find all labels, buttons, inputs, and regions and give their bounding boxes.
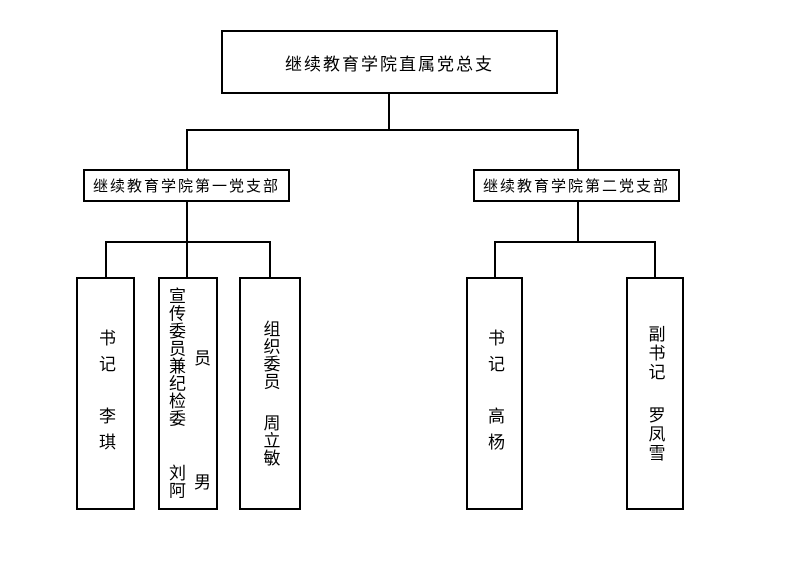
connector-branch2-drop bbox=[577, 129, 579, 169]
member-title: 书记 bbox=[484, 328, 504, 381]
connector-branch1-stem bbox=[186, 202, 188, 241]
branch-label: 继续教育学院第二党支部 bbox=[482, 177, 670, 195]
connector-branch2-stem bbox=[577, 202, 579, 241]
member-title: 副书记 bbox=[644, 324, 665, 382]
root-label: 继续教育学院直属党总支 bbox=[285, 54, 494, 75]
root-box: 继续教育学院直属党总支 bbox=[221, 30, 558, 94]
branch-box-second: 继续教育学院第二党支部 bbox=[473, 169, 680, 202]
member-box-propaganda: 宣传委员兼纪检委员 刘阿男 bbox=[158, 277, 218, 510]
connector-member2-drop bbox=[186, 241, 188, 277]
member-name: 李琪 bbox=[95, 406, 115, 459]
member-name: 刘阿男 bbox=[165, 464, 210, 500]
connector-level1-rail bbox=[186, 129, 579, 131]
connector-member4-drop bbox=[494, 241, 496, 277]
member-box-deputy-secretary: 副书记 罗凤雪 bbox=[626, 277, 684, 510]
member-name: 周立敏 bbox=[259, 414, 280, 467]
connector-member1-drop bbox=[105, 241, 107, 277]
connector-member5-drop bbox=[654, 241, 656, 277]
member-name: 高杨 bbox=[484, 406, 504, 459]
member-box-organization: 组织委员 周立敏 bbox=[239, 277, 301, 510]
connector-branch1-drop bbox=[186, 129, 188, 169]
connector-member3-drop bbox=[269, 241, 271, 277]
member-title: 组织委员 bbox=[259, 320, 280, 391]
branch-box-first: 继续教育学院第一党支部 bbox=[83, 169, 290, 202]
member-title: 宣传委员兼纪检委员 bbox=[165, 287, 210, 428]
branch-label: 继续教育学院第一党支部 bbox=[92, 177, 280, 195]
member-name: 罗凤雪 bbox=[644, 405, 665, 463]
member-box-secretary-1: 书记 李琪 bbox=[76, 277, 135, 510]
connector-branch1-rail bbox=[105, 241, 271, 243]
connector-branch2-rail bbox=[494, 241, 656, 243]
connector-root-stem bbox=[388, 94, 390, 129]
member-title: 书记 bbox=[95, 328, 115, 381]
member-box-secretary-2: 书记 高杨 bbox=[466, 277, 523, 510]
